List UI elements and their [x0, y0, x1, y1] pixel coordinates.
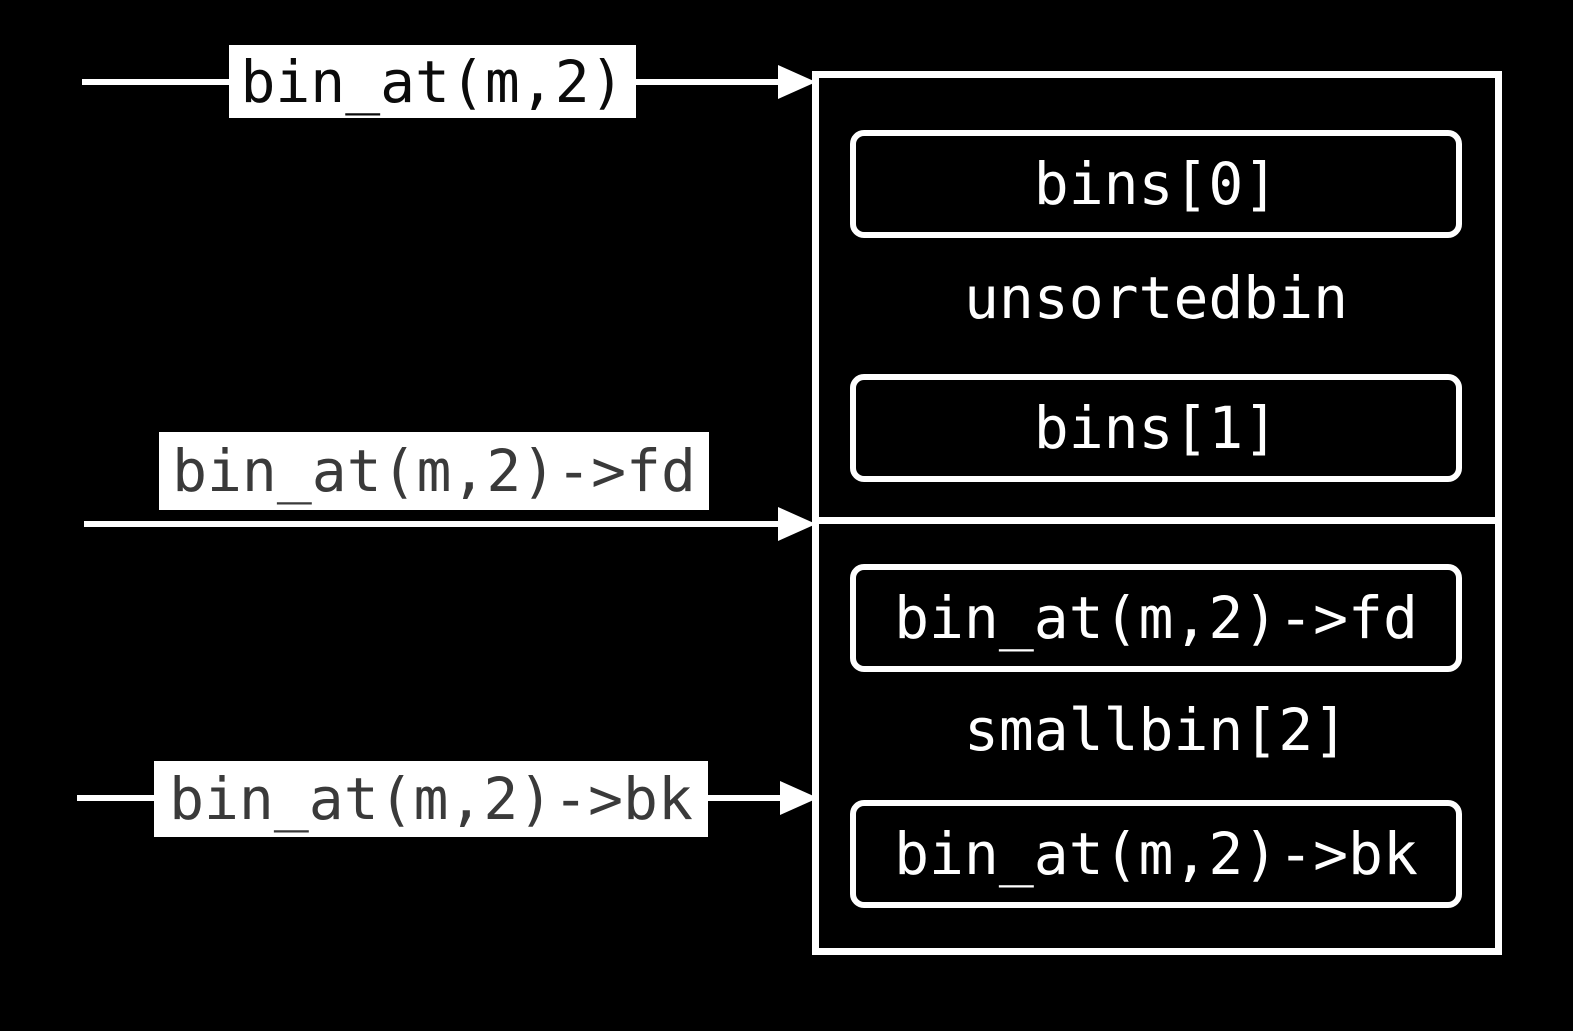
arrow-right-icon — [778, 65, 816, 99]
pointer-label-bin-at: bin_at(m,2) — [229, 45, 636, 118]
cell-bins-1: bins[1] — [850, 374, 1462, 482]
cell-bin-at-fd: bin_at(m,2)->fd — [850, 564, 1462, 672]
cell-bins-0: bins[0] — [850, 130, 1462, 238]
pointer-label-fd: bin_at(m,2)->fd — [159, 432, 709, 510]
section-divider — [812, 517, 1502, 524]
cell-bin-at-bk: bin_at(m,2)->bk — [850, 800, 1462, 908]
pointer-label-bk: bin_at(m,2)->bk — [154, 761, 708, 837]
fd-arrow — [84, 507, 816, 541]
smallbin-label: smallbin[2] — [963, 696, 1349, 764]
arrow-right-icon — [780, 781, 818, 815]
unsortedbin-label: unsortedbin — [963, 264, 1349, 332]
arrow-right-icon — [778, 507, 816, 541]
bins-array-box — [812, 71, 1502, 955]
